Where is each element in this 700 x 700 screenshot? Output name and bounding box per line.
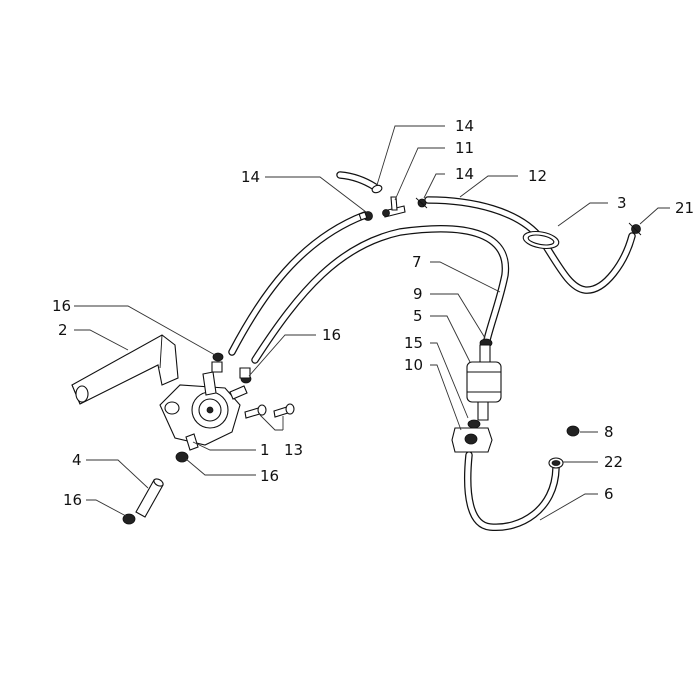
clamp-14-right [415, 197, 428, 209]
hose-upper-left [228, 211, 369, 356]
clamp-22 [548, 457, 564, 469]
clamp-8 [566, 425, 580, 437]
callout-16: 16 [63, 491, 82, 509]
callout-21: 21 [675, 199, 694, 217]
callout-7: 7 [412, 253, 422, 271]
clamp-16-pump-bottom [175, 451, 189, 463]
callout-11: 11 [455, 139, 474, 157]
callout-3: 3 [617, 194, 627, 212]
callout-15: 15 [404, 334, 423, 352]
hose-6 [463, 451, 560, 531]
clamp-16-hose-4 [122, 513, 136, 525]
callout-10: 10 [404, 356, 423, 374]
hose-7 [251, 225, 510, 364]
callout-1: 1 [260, 441, 270, 459]
fuel-pump-1 [159, 371, 248, 451]
hose-clip-3 [522, 230, 560, 250]
callout-6: 6 [604, 485, 614, 503]
callout-16: 16 [52, 297, 71, 315]
hose-12 [424, 196, 636, 294]
clamp-14-left [358, 211, 373, 221]
washer-15 [467, 419, 481, 429]
callout-14: 14 [241, 168, 260, 186]
callout-16: 16 [322, 326, 341, 344]
callout-12: 12 [528, 167, 547, 185]
callout-22: 22 [604, 453, 623, 471]
clamp-21 [628, 222, 642, 236]
callout-4: 4 [72, 451, 82, 469]
callout-5: 5 [413, 307, 423, 325]
callout-13: 13 [284, 441, 303, 459]
callout-14: 14 [455, 165, 474, 183]
fuel-filter-5 [466, 344, 502, 421]
tee-fitting-11 [382, 196, 406, 218]
hose-4 [135, 478, 164, 518]
callout-8: 8 [604, 423, 614, 441]
clamps-16-pump-top [211, 352, 252, 384]
callout-labels: 14 11 14 12 14 3 21 7 9 5 15 10 16 2 16 … [52, 117, 694, 509]
screws-13 [244, 403, 295, 419]
leader-lines [74, 125, 670, 521]
filter-holder-10 [451, 427, 493, 453]
callout-14: 14 [455, 117, 474, 135]
callout-16: 16 [260, 467, 279, 485]
callout-9: 9 [413, 285, 423, 303]
callout-2: 2 [58, 321, 68, 339]
bracket-2 [71, 334, 179, 405]
hose-top-stub [336, 171, 379, 191]
ring-14-top [371, 184, 383, 194]
